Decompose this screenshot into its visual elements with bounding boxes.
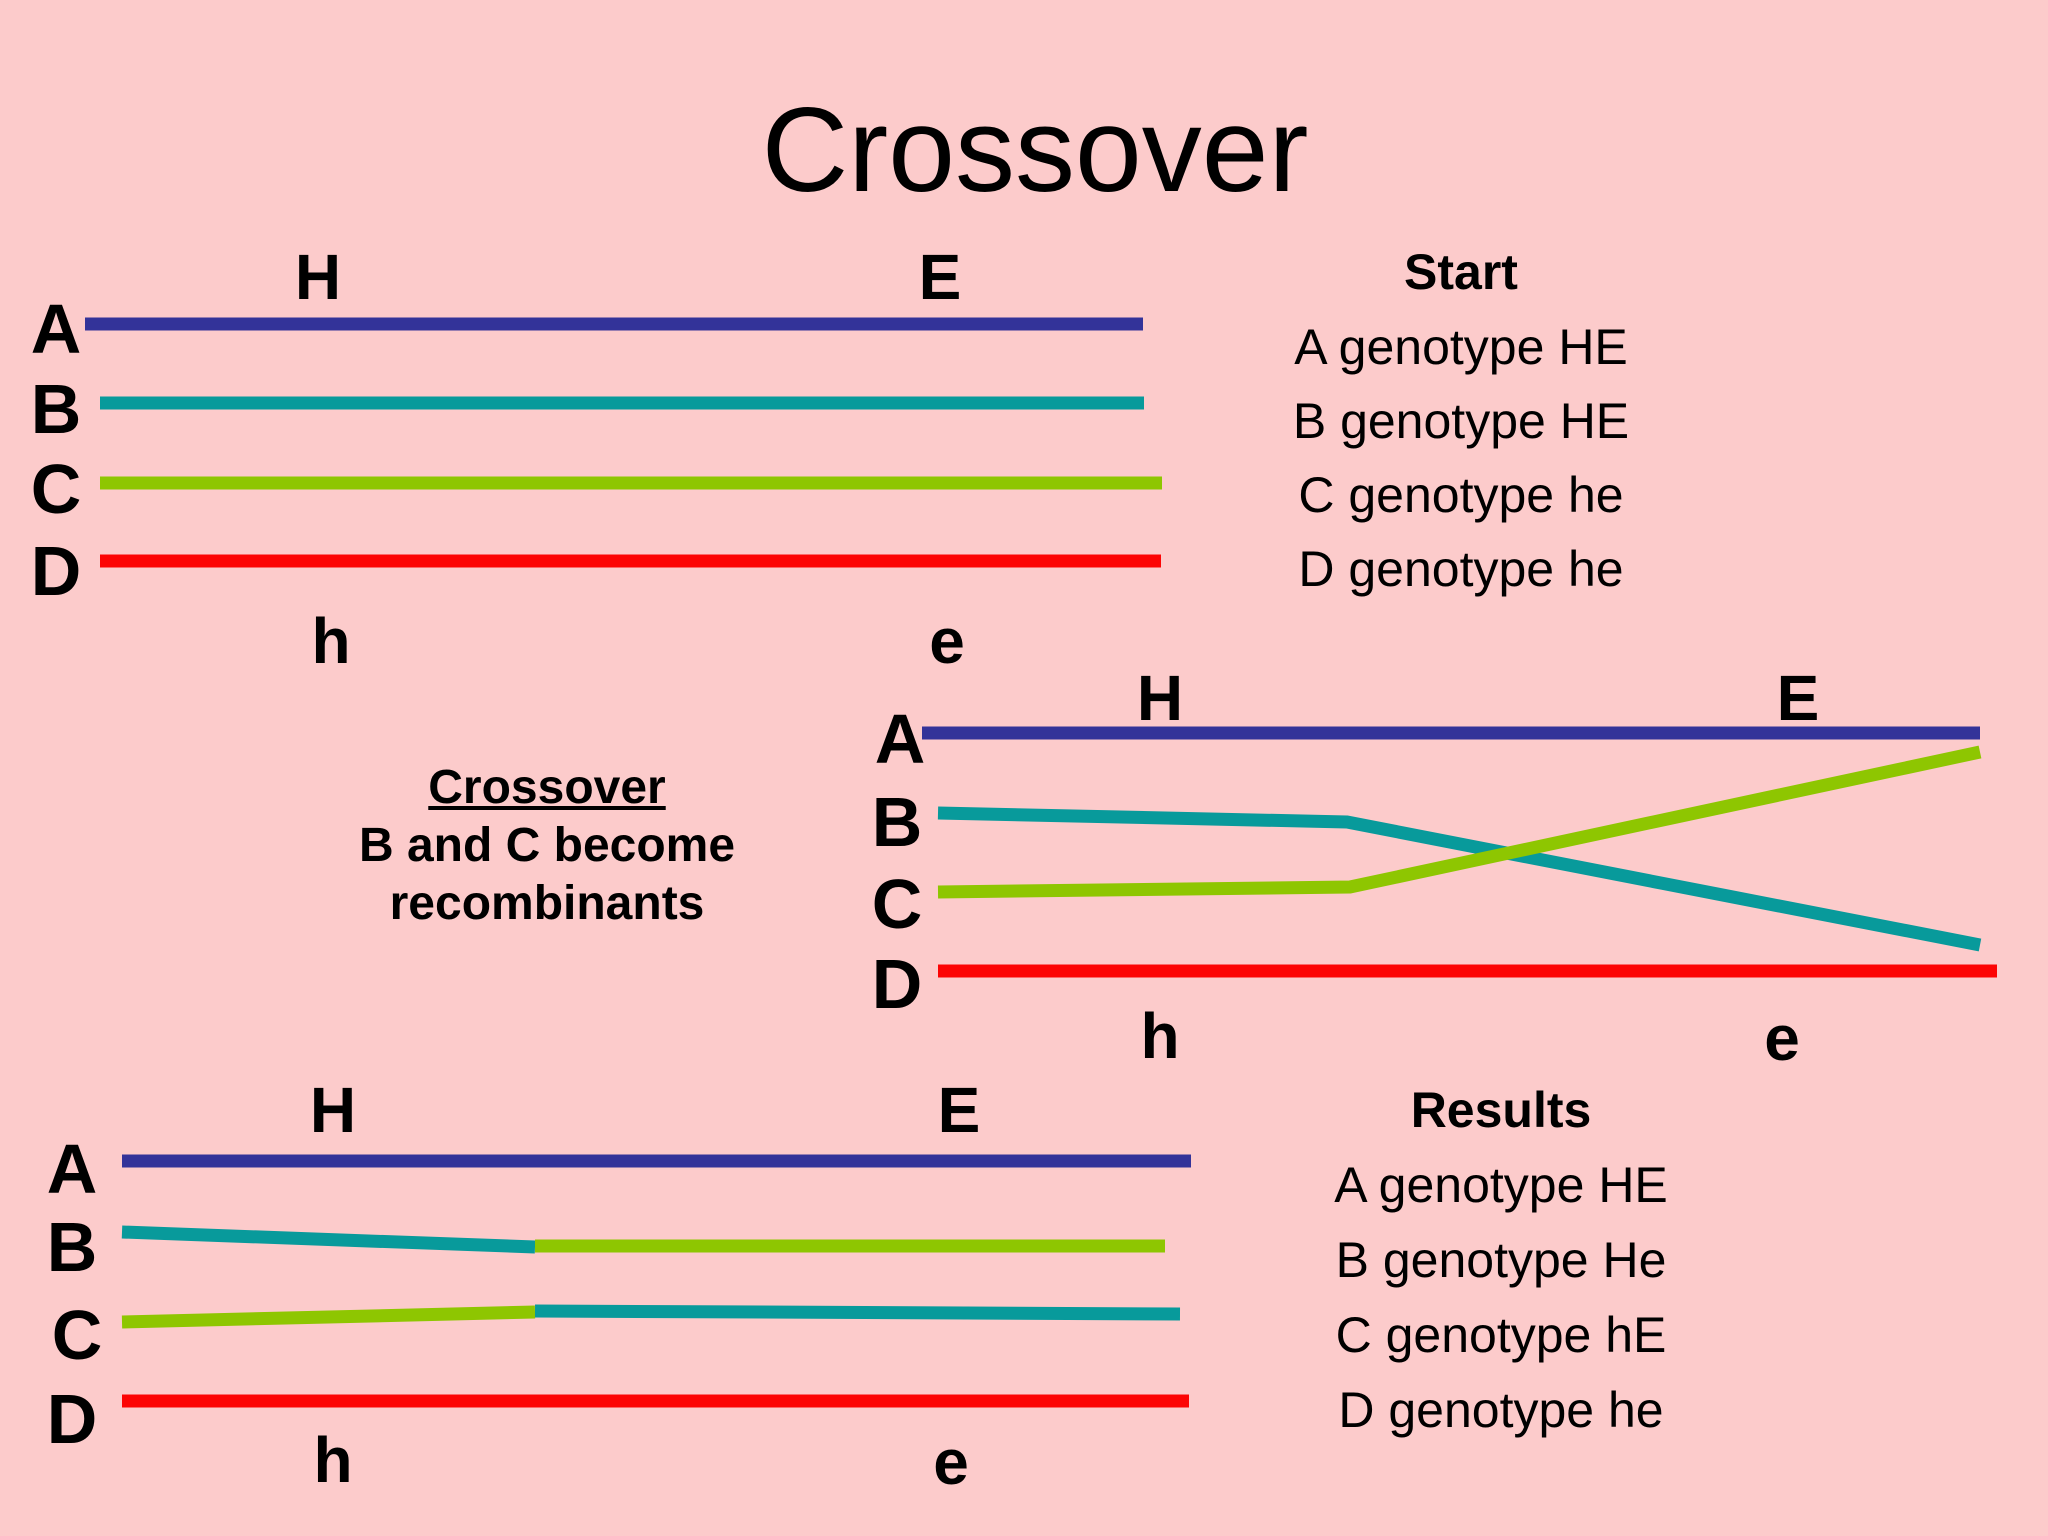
start-row-label-D: D xyxy=(30,532,82,610)
results-genotype-B: B genotype He xyxy=(1335,1232,1667,1288)
crossover-note-line2: B and C become xyxy=(358,819,736,872)
start-genotype-C: C genotype he xyxy=(1298,467,1624,523)
start-block-rows: A genotype HE B genotype HE C genotype h… xyxy=(1161,310,1761,606)
results-genotype-C: C genotype hE xyxy=(1335,1307,1667,1363)
results-chromatid-C-green-segment xyxy=(121,1305,536,1329)
crossover-row-label-A: A xyxy=(874,700,926,778)
start-row-label-A: A xyxy=(30,290,82,368)
start-allele-E-label: E xyxy=(918,241,962,313)
results-allele-h-label: h xyxy=(313,1424,353,1496)
start-allele-H-label: H xyxy=(294,241,342,313)
results-genotype-A: A genotype HE xyxy=(1334,1157,1668,1213)
crossover-note-line3: recombinants xyxy=(389,877,705,930)
crossover-chromatid-B-line xyxy=(937,806,1982,952)
crossover-allele-E-label: E xyxy=(1776,662,1820,734)
results-chromatid-C-teal-segment xyxy=(534,1304,1181,1321)
results-row-label-C: C xyxy=(51,1296,103,1374)
results-row-label-A: A xyxy=(46,1130,98,1208)
start-row-label-B: B xyxy=(30,370,82,448)
start-allele-h-label: h xyxy=(311,605,351,677)
crossover-row-label-D: D xyxy=(871,945,923,1023)
results-block-heading: Results xyxy=(1410,1082,1592,1138)
results-allele-E-label: E xyxy=(937,1074,981,1146)
start-genotype-B: B genotype HE xyxy=(1292,393,1630,449)
start-genotype-A: A genotype HE xyxy=(1294,319,1628,375)
results-chromatid-B-teal-segment xyxy=(121,1225,536,1254)
results-genotype-D: D genotype he xyxy=(1338,1382,1664,1438)
start-row-label-C: C xyxy=(30,450,82,528)
crossover-row-label-B: B xyxy=(871,783,923,861)
crossover-note-heading: Crossover xyxy=(428,761,666,814)
results-row-label-D: D xyxy=(46,1380,98,1458)
results-allele-H-label: H xyxy=(309,1074,357,1146)
crossover-chromatid-C-line xyxy=(937,745,1982,899)
crossover-row-label-C: C xyxy=(871,865,923,943)
results-row-label-B: B xyxy=(46,1208,98,1286)
results-block-rows: A genotype HE B genotype He C genotype h… xyxy=(1201,1148,1801,1448)
slide-title: Crossover xyxy=(761,83,1309,217)
start-allele-e-label: e xyxy=(929,605,965,677)
start-block-heading: Start xyxy=(1404,244,1518,300)
results-allele-e-label: e xyxy=(933,1426,969,1498)
crossover-allele-h-label: h xyxy=(1140,1000,1180,1072)
start-genotype-D: D genotype he xyxy=(1298,541,1624,597)
crossover-allele-e-label: e xyxy=(1764,1002,1800,1074)
crossover-allele-H-label: H xyxy=(1136,662,1184,734)
